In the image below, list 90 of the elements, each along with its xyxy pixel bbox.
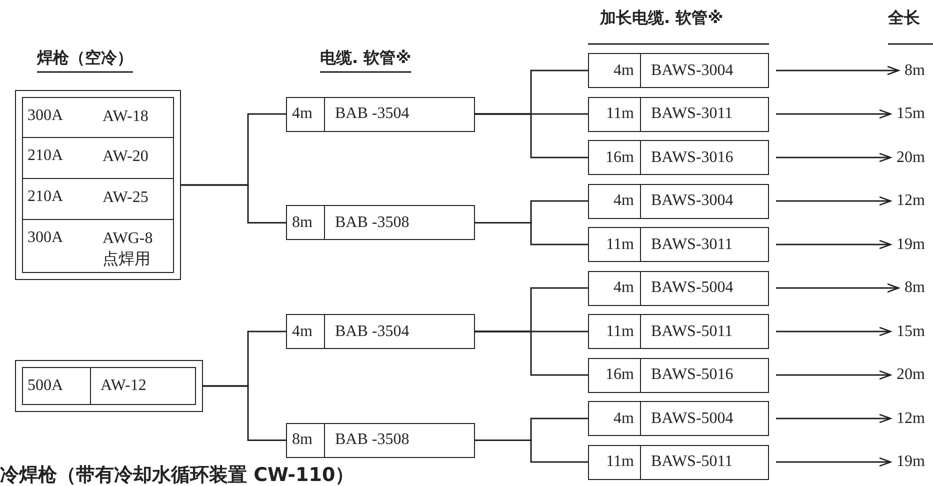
torch-row bbox=[22, 96, 174, 138]
arrow bbox=[776, 66, 900, 76]
model-text: BAWS-3011 bbox=[650, 104, 734, 124]
model-text: BAWS-5016 bbox=[650, 365, 734, 385]
length-text: 4m bbox=[287, 315, 325, 348]
length-text: 4m bbox=[589, 272, 641, 304]
length-text: 16m bbox=[589, 141, 641, 174]
extension-cable-box bbox=[588, 270, 769, 306]
extension-cable-box bbox=[588, 401, 769, 436]
extension-cable-box bbox=[588, 184, 769, 218]
model-text: BAWS-5011 bbox=[650, 452, 734, 472]
current-text: 300A bbox=[26, 106, 64, 126]
torch-row bbox=[22, 178, 174, 220]
extension-cable-box bbox=[588, 227, 769, 262]
model-text: AW-25 bbox=[102, 188, 150, 208]
model-text: BAB -3508 bbox=[334, 430, 410, 450]
extension-cable-box bbox=[588, 358, 769, 392]
model-text: BAB -3504 bbox=[334, 322, 410, 342]
torch-row bbox=[22, 138, 174, 178]
length-text: 4m bbox=[589, 184, 641, 218]
length-text: 11m bbox=[589, 228, 641, 261]
model-text: AW-18 bbox=[102, 106, 150, 126]
length-text: 11m bbox=[589, 315, 641, 348]
arrow bbox=[776, 109, 892, 119]
arrow bbox=[776, 283, 900, 293]
connector-line bbox=[203, 385, 286, 441]
model-text: BAWS-3016 bbox=[650, 148, 734, 168]
cable-box bbox=[286, 422, 475, 458]
model-text: BAWS-3011 bbox=[650, 234, 734, 254]
arrow bbox=[776, 457, 892, 467]
length-text: 4m bbox=[287, 98, 325, 130]
connector-line bbox=[475, 113, 588, 158]
total-length-text: 8m bbox=[904, 278, 925, 298]
extension-cable-box bbox=[588, 96, 769, 132]
torch-row bbox=[22, 366, 196, 404]
total-length-text: 15m bbox=[896, 104, 925, 124]
length-text: 11m bbox=[589, 446, 641, 478]
model-text: AW-12 bbox=[100, 376, 148, 396]
arrow bbox=[776, 370, 892, 380]
connector-line bbox=[475, 440, 588, 463]
model-text: BAB -3504 bbox=[334, 104, 410, 124]
extension-cable-box bbox=[588, 140, 769, 175]
cable-box bbox=[286, 314, 475, 349]
model-text: BAWS-5004 bbox=[650, 408, 734, 428]
model-text: BAWS-3004 bbox=[650, 191, 734, 211]
column-heading: 电缆. 软管※ bbox=[320, 48, 412, 69]
model-text: BAWS-3004 bbox=[650, 60, 734, 80]
total-length-text: 15m bbox=[896, 322, 925, 342]
extension-cable-box bbox=[588, 444, 769, 480]
model-text: BAB -3508 bbox=[334, 212, 410, 233]
torch-group-frame bbox=[15, 90, 181, 280]
total-length-text: 12m bbox=[896, 191, 925, 211]
torch-group-frame bbox=[15, 360, 203, 412]
arrow bbox=[776, 196, 892, 206]
current-text: 500A bbox=[22, 368, 90, 404]
length-text: 4m bbox=[589, 402, 641, 435]
extension-cable-box bbox=[588, 314, 769, 349]
current-text: 210A bbox=[26, 146, 64, 166]
arrow bbox=[776, 152, 892, 162]
arrow bbox=[776, 414, 892, 424]
torch-row bbox=[22, 220, 174, 272]
column-heading: 焊枪（空冷） bbox=[37, 48, 133, 69]
connector-line bbox=[181, 184, 286, 224]
note-text: 冷焊枪（带有冷却水循环装置 CW-110） bbox=[0, 463, 354, 486]
cable-box bbox=[286, 96, 475, 132]
current-text: 210A bbox=[26, 186, 64, 206]
length-text: 16m bbox=[589, 358, 641, 392]
total-length-text: 8m bbox=[904, 60, 925, 80]
model-text: BAWS-5011 bbox=[650, 322, 734, 342]
length-text: 8m bbox=[287, 424, 325, 457]
arrow bbox=[776, 240, 892, 250]
cable-box bbox=[286, 205, 475, 240]
total-length-text: 12m bbox=[896, 408, 925, 428]
model-text: AW-20 bbox=[102, 146, 150, 166]
current-text: 300A bbox=[26, 228, 64, 248]
total-length-text: 20m bbox=[896, 148, 925, 168]
length-text: 11m bbox=[589, 98, 641, 130]
connector-line bbox=[475, 330, 588, 376]
column-heading: 加长电缆. 软管※ bbox=[600, 8, 724, 29]
total-length-text: 19m bbox=[896, 234, 925, 254]
model-text: AWG-8 点焊用 bbox=[102, 228, 154, 270]
total-length-text: 19m bbox=[896, 452, 925, 472]
length-text: 4m bbox=[589, 54, 641, 87]
total-length-text: 20m bbox=[896, 365, 925, 385]
length-text: 8m bbox=[287, 206, 325, 240]
connector-line bbox=[475, 222, 588, 246]
arrow bbox=[776, 326, 892, 336]
model-text: BAWS-5004 bbox=[650, 278, 734, 298]
column-heading: 全长 bbox=[888, 8, 920, 29]
extension-cable-box bbox=[588, 53, 769, 88]
